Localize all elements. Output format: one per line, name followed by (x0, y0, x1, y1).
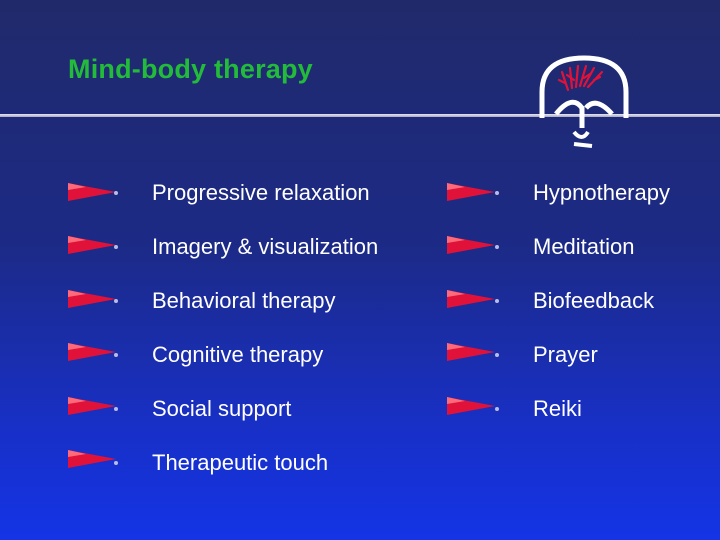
list-item-label: Progressive relaxation (152, 180, 370, 205)
right-bullet-list: Hypnotherapy Meditation Biofeedback Pray… (495, 180, 705, 422)
bullet-dot-icon (495, 299, 499, 303)
red-pennant-arrow-icon (447, 236, 495, 254)
title-divider (0, 114, 720, 117)
arch-caduceus-logo-icon (539, 55, 629, 148)
red-pennant-arrow-icon (68, 290, 116, 308)
list-item-label: Imagery & visualization (152, 234, 379, 259)
bullet-dot-icon (114, 191, 118, 195)
red-pennant-arrow-icon (68, 343, 116, 361)
list-item: Prayer (495, 342, 705, 368)
left-bullet-list: Progressive relaxation Imagery & visuali… (114, 180, 404, 476)
list-item-label: Meditation (533, 234, 635, 259)
list-item: Reiki (495, 396, 705, 422)
red-pennant-arrow-icon (68, 450, 116, 468)
list-item: Behavioral therapy (114, 288, 404, 314)
list-item-label: Prayer (533, 342, 598, 367)
list-item-label: Hypnotherapy (533, 180, 670, 205)
red-pennant-arrow-icon (447, 183, 495, 201)
bullet-dot-icon (495, 353, 499, 357)
red-pennant-arrow-icon (447, 343, 495, 361)
bullet-dot-icon (114, 245, 118, 249)
bullet-dot-icon (495, 407, 499, 411)
red-pennant-arrow-icon (447, 397, 495, 415)
list-item-label: Therapeutic touch (152, 450, 329, 475)
bullet-dot-icon (114, 299, 118, 303)
bullet-dot-icon (495, 191, 499, 195)
list-item: Biofeedback (495, 288, 705, 314)
red-pennant-arrow-icon (68, 183, 116, 201)
list-item: Cognitive therapy (114, 342, 404, 368)
bullet-dot-icon (114, 407, 118, 411)
list-item: Meditation (495, 234, 705, 260)
list-item: Therapeutic touch (114, 450, 404, 476)
bullet-dot-icon (114, 461, 118, 465)
list-item-label: Reiki (533, 396, 582, 421)
list-item: Hypnotherapy (495, 180, 705, 206)
list-item-label: Social support (152, 396, 292, 421)
list-item: Imagery & visualization (114, 234, 404, 260)
bullet-dot-icon (114, 353, 118, 357)
bullet-dot-icon (495, 245, 499, 249)
red-pennant-arrow-icon (68, 397, 116, 415)
list-item-label: Biofeedback (533, 288, 655, 313)
red-pennant-arrow-icon (68, 236, 116, 254)
list-item: Social support (114, 396, 404, 422)
slide-title: Mind-body therapy (68, 54, 313, 84)
list-item-label: Behavioral therapy (152, 288, 336, 313)
red-pennant-arrow-icon (447, 290, 495, 308)
list-item-label: Cognitive therapy (152, 342, 324, 367)
list-item: Progressive relaxation (114, 180, 404, 206)
